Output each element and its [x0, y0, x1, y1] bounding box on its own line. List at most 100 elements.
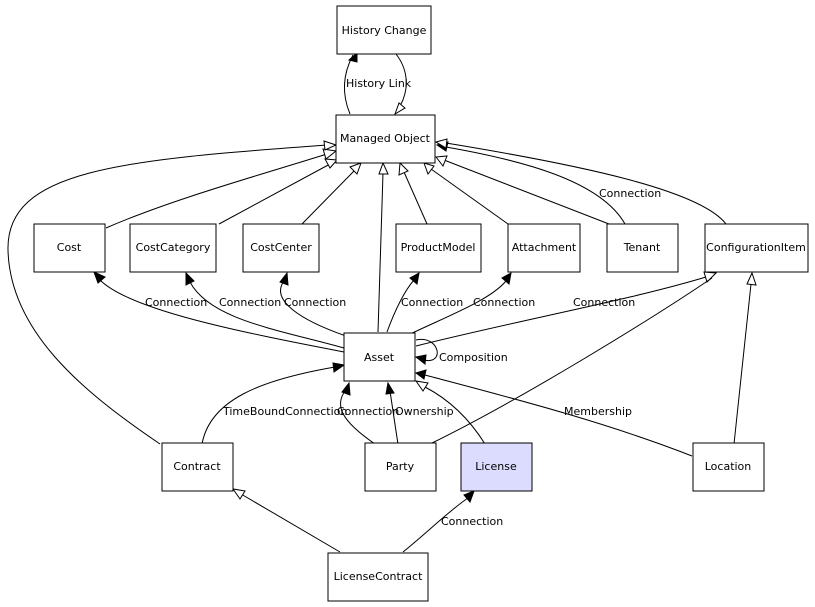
- label-membership: Membership: [564, 405, 632, 418]
- label-asset-cost-category: Connection: [219, 296, 281, 309]
- arrowhead-composition: [414, 354, 427, 365]
- arrowhead-party-connection: [341, 381, 351, 396]
- node-party[interactable]: Party: [364, 442, 437, 492]
- edge-location-configuration-item: [733, 283, 752, 445]
- inheritance-arrowhead-attachment: [423, 162, 435, 176]
- node-contract-label: Contract: [173, 460, 221, 473]
- node-license-box: [460, 442, 533, 492]
- edge-tenant-inherits: [443, 159, 610, 225]
- label-party-connection: Connection: [337, 405, 399, 418]
- inheritance-arrowhead-cost: [322, 148, 338, 160]
- edge-attachment-inherits: [430, 168, 509, 225]
- node-party-label: Party: [386, 460, 415, 473]
- edge-license-contract-inherits: [240, 493, 341, 553]
- label-asset-configuration-item: Connection: [573, 296, 635, 309]
- edge-license-contract-connection: [402, 497, 469, 553]
- label-asset-attachment: Connection: [473, 296, 535, 309]
- node-contract[interactable]: Contract: [161, 442, 234, 492]
- node-cost-center[interactable]: CostCenter: [242, 223, 320, 273]
- inheritance-arrowhead-asset: [378, 161, 389, 175]
- arrowhead-product-model: [409, 272, 420, 285]
- label-asset-product-model: Connection: [401, 296, 463, 309]
- inheritance-arrowhead-license: [414, 380, 429, 392]
- node-license-label: License: [475, 460, 517, 473]
- edge-configuration-item-inherits: [445, 142, 727, 225]
- inheritance-arrowhead-product-model: [398, 161, 409, 176]
- edge-location-membership: [424, 374, 693, 457]
- node-configuration-item-label: ConfigurationItem: [706, 241, 806, 254]
- node-product-model-label: ProductModel: [401, 241, 476, 254]
- arrowhead-history-change: [347, 51, 358, 63]
- label-composition: Composition: [439, 351, 508, 364]
- node-cost-category[interactable]: CostCategory: [129, 223, 217, 273]
- inheritance-arrowhead-license-contract: [231, 488, 246, 500]
- node-license-contract-label: LicenseContract: [334, 570, 423, 583]
- inheritance-arrowhead-configuration-item: [434, 138, 448, 149]
- node-cost-category-label: CostCategory: [136, 241, 211, 254]
- node-cost-label: Cost: [57, 241, 82, 254]
- edge-party-connection: [340, 390, 376, 445]
- arrowhead-time-bound: [332, 362, 346, 373]
- arrowhead-ownership: [385, 381, 395, 395]
- node-asset[interactable]: Asset: [343, 332, 416, 382]
- edge-asset-product-model: [386, 279, 415, 333]
- edge-asset-cost-category: [189, 281, 345, 349]
- inheritance-arrowhead-location: [746, 271, 757, 286]
- node-tenant[interactable]: Tenant: [606, 223, 679, 273]
- node-attachment-label: Attachment: [512, 241, 577, 254]
- edge-cost-category-inherits: [218, 163, 331, 225]
- edge-cost-inherits: [105, 153, 328, 229]
- inheritance-arrowhead-tenant: [435, 155, 448, 167]
- label-asset-cost: Connection: [145, 296, 207, 309]
- node-history-change[interactable]: History Change: [336, 5, 432, 55]
- arrowhead-attachment: [501, 272, 512, 285]
- node-license-contract[interactable]: LicenseContract: [327, 552, 429, 602]
- label-time-bound-connection: TimeBoundConnection: [222, 405, 347, 418]
- arrowhead-cost: [93, 271, 106, 284]
- edge-party-ownership: [389, 390, 399, 445]
- label-ownership: Ownership: [395, 405, 454, 418]
- arrowhead-cost-category: [185, 271, 195, 286]
- arrowhead-configuration-item-asset: [703, 271, 718, 283]
- node-managed-object[interactable]: Managed Object: [335, 114, 436, 164]
- edge-composition-loop: [415, 339, 438, 361]
- edge-labels: History Link Connection Connection Conne…: [145, 77, 661, 528]
- inheritance-arrowhead-history-link: [394, 102, 406, 116]
- edge-asset-cost: [99, 279, 345, 353]
- node-configuration-item[interactable]: ConfigurationItem: [704, 223, 809, 273]
- edge-asset-attachment: [405, 280, 507, 337]
- node-license[interactable]: License: [460, 442, 533, 492]
- node-asset-label: Asset: [364, 351, 395, 364]
- label-license-contract-connection: Connection: [441, 515, 503, 528]
- edge-tenant-connection: [445, 146, 626, 225]
- inheritance-arrowhead-cost-category: [324, 158, 339, 169]
- edge-asset-configuration-item: [415, 276, 707, 347]
- edge-contract-time-bound: [201, 366, 336, 445]
- node-location[interactable]: Location: [692, 442, 765, 492]
- edge-contract-inherits: [7, 144, 328, 445]
- label-tenant-connection: Connection: [599, 187, 661, 200]
- label-asset-cost-center: Connection: [284, 296, 346, 309]
- node-cost-center-label: CostCenter: [250, 241, 312, 254]
- edge-asset-inherits: [377, 172, 384, 333]
- node-cost[interactable]: Cost: [33, 223, 106, 273]
- inheritance-arrowhead-cost-center: [349, 162, 362, 175]
- edges: [7, 51, 757, 553]
- node-location-label: Location: [705, 460, 752, 473]
- node-tenant-label: Tenant: [623, 241, 661, 254]
- node-product-model[interactable]: ProductModel: [395, 223, 482, 273]
- arrowhead-cost-center: [279, 271, 289, 286]
- arrowhead-license-contract-connection: [463, 490, 475, 503]
- edge-asset-cost-center: [280, 280, 347, 337]
- node-managed-object-label: Managed Object: [340, 132, 431, 145]
- inheritance-arrowhead-contract: [323, 140, 338, 151]
- node-attachment[interactable]: Attachment: [507, 223, 581, 273]
- edge-party-configuration-item: [429, 277, 713, 445]
- edge-cost-center-inherits: [301, 169, 356, 225]
- label-history-link: History Link: [346, 77, 412, 90]
- edge-history-link-down: [395, 53, 407, 107]
- edge-product-model-inherits: [403, 171, 428, 225]
- node-history-change-label: History Change: [342, 24, 427, 37]
- edge-license-inherits-asset: [424, 386, 486, 445]
